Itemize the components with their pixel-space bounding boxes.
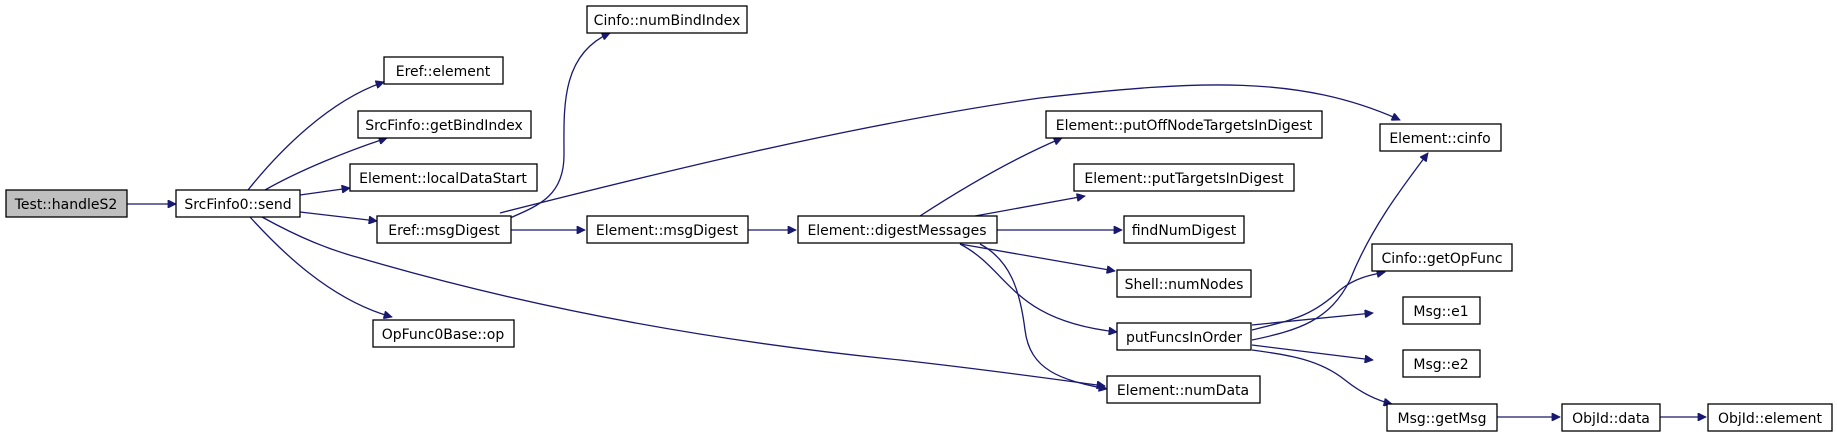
node-element-cinfo[interactable]: Element::cinfo — [1379, 123, 1502, 152]
node-msg-getmsg[interactable]: Msg::getMsg — [1386, 403, 1498, 432]
edge-send-to-eref-element — [247, 82, 384, 191]
node-label: findNumDigest — [1132, 223, 1237, 239]
node-label: ObjId::data — [1572, 411, 1650, 427]
node-label: Cinfo::numBindIndex — [594, 13, 741, 29]
node-label: Msg::e2 — [1413, 357, 1468, 373]
node-label: SrcFinfo::getBindIndex — [365, 118, 523, 134]
node-label: Test::handleS2 — [14, 197, 118, 213]
node-cinfo-getopfunc[interactable]: Cinfo::getOpFunc — [1371, 243, 1513, 272]
node-cinfo-numbindindex[interactable]: Cinfo::numBindIndex — [586, 5, 748, 34]
node-label: OpFunc0Base::op — [382, 327, 505, 343]
edge-putfuncsinorder-to-msg-e2 — [1251, 344, 1373, 360]
node-element-puttargetsindigest[interactable]: Element::putTargetsInDigest — [1073, 163, 1295, 192]
node-srcfinfo0-send[interactable]: SrcFinfo0::send — [175, 189, 301, 218]
node-label: putFuncsInOrder — [1126, 330, 1242, 346]
node-label: Element::localDataStart — [359, 171, 527, 187]
node-element-msgdigest[interactable]: Element::msgDigest — [586, 215, 749, 244]
node-label: Element::digestMessages — [807, 223, 986, 239]
node-label: Msg::e1 — [1413, 304, 1468, 320]
edge-digestmessages-to-puttargets — [974, 196, 1085, 217]
edge-digestmessages-to-numnodes — [959, 243, 1115, 271]
node-label: Msg::getMsg — [1398, 411, 1487, 427]
edge-eref-msgdigest-to-cinfo — [499, 84, 1400, 214]
edge-putfuncsinorder-to-getmsg — [1251, 349, 1392, 404]
node-element-digestmessages[interactable]: Element::digestMessages — [797, 215, 998, 244]
edge-putfuncsinorder-to-msg-e1 — [1251, 313, 1373, 326]
edge-digestmessages-to-putoffnodetargets — [919, 138, 1062, 217]
edge-send-to-eref-msgdigest — [299, 211, 377, 221]
node-label: SrcFinfo0::send — [184, 197, 291, 213]
edge-send-to-localdatastart — [299, 188, 350, 196]
node-label: Cinfo::getOpFunc — [1381, 251, 1502, 267]
node-eref-msgdigest[interactable]: Eref::msgDigest — [376, 215, 512, 244]
edge-send-to-numdata — [261, 216, 1105, 386]
node-objid-element[interactable]: ObjId::element — [1707, 403, 1833, 432]
edges — [127, 33, 1706, 417]
edge-digestmessages-to-numdata — [979, 243, 1107, 389]
node-label: Eref::msgDigest — [388, 223, 500, 239]
node-label: ObjId::element — [1718, 411, 1822, 427]
node-label: Eref::element — [396, 64, 491, 80]
node-srcfinfo-getbindindex[interactable]: SrcFinfo::getBindIndex — [357, 110, 532, 139]
node-label: Shell::numNodes — [1125, 277, 1244, 293]
nodes: Test::handleS2 SrcFinfo0::send Cinfo::nu… — [5, 5, 1833, 432]
node-element-putoffnodetargetsindigest[interactable]: Element::putOffNodeTargetsInDigest — [1045, 110, 1323, 139]
node-element-numdata[interactable]: Element::numData — [1106, 375, 1261, 404]
node-opfunc0base-op[interactable]: OpFunc0Base::op — [372, 319, 515, 348]
node-shell-numnodes[interactable]: Shell::numNodes — [1116, 269, 1252, 298]
node-label: Element::numData — [1117, 383, 1249, 399]
edge-putfuncsinorder-to-getopfunc — [1251, 272, 1385, 331]
node-eref-element[interactable]: Eref::element — [383, 56, 504, 85]
node-label: Element::putOffNodeTargetsInDigest — [1056, 118, 1313, 134]
node-label: Element::putTargetsInDigest — [1084, 171, 1284, 187]
node-objid-data[interactable]: ObjId::data — [1561, 403, 1661, 432]
node-findnumdigest[interactable]: findNumDigest — [1123, 215, 1245, 244]
edge-putfuncsinorder-to-cinfo — [1251, 153, 1428, 341]
node-test-handleS2[interactable]: Test::handleS2 — [5, 189, 128, 218]
node-element-localdatastart[interactable]: Element::localDataStart — [349, 163, 538, 192]
node-msg-e2[interactable]: Msg::e2 — [1402, 349, 1481, 378]
edge-send-to-getbindindex — [264, 138, 387, 191]
node-msg-e1[interactable]: Msg::e1 — [1402, 296, 1481, 325]
edge-send-to-op — [249, 216, 392, 317]
node-putfuncsinorder[interactable]: putFuncsInOrder — [1116, 322, 1252, 351]
node-label: Element::cinfo — [1389, 131, 1490, 147]
node-label: Element::msgDigest — [596, 223, 739, 239]
